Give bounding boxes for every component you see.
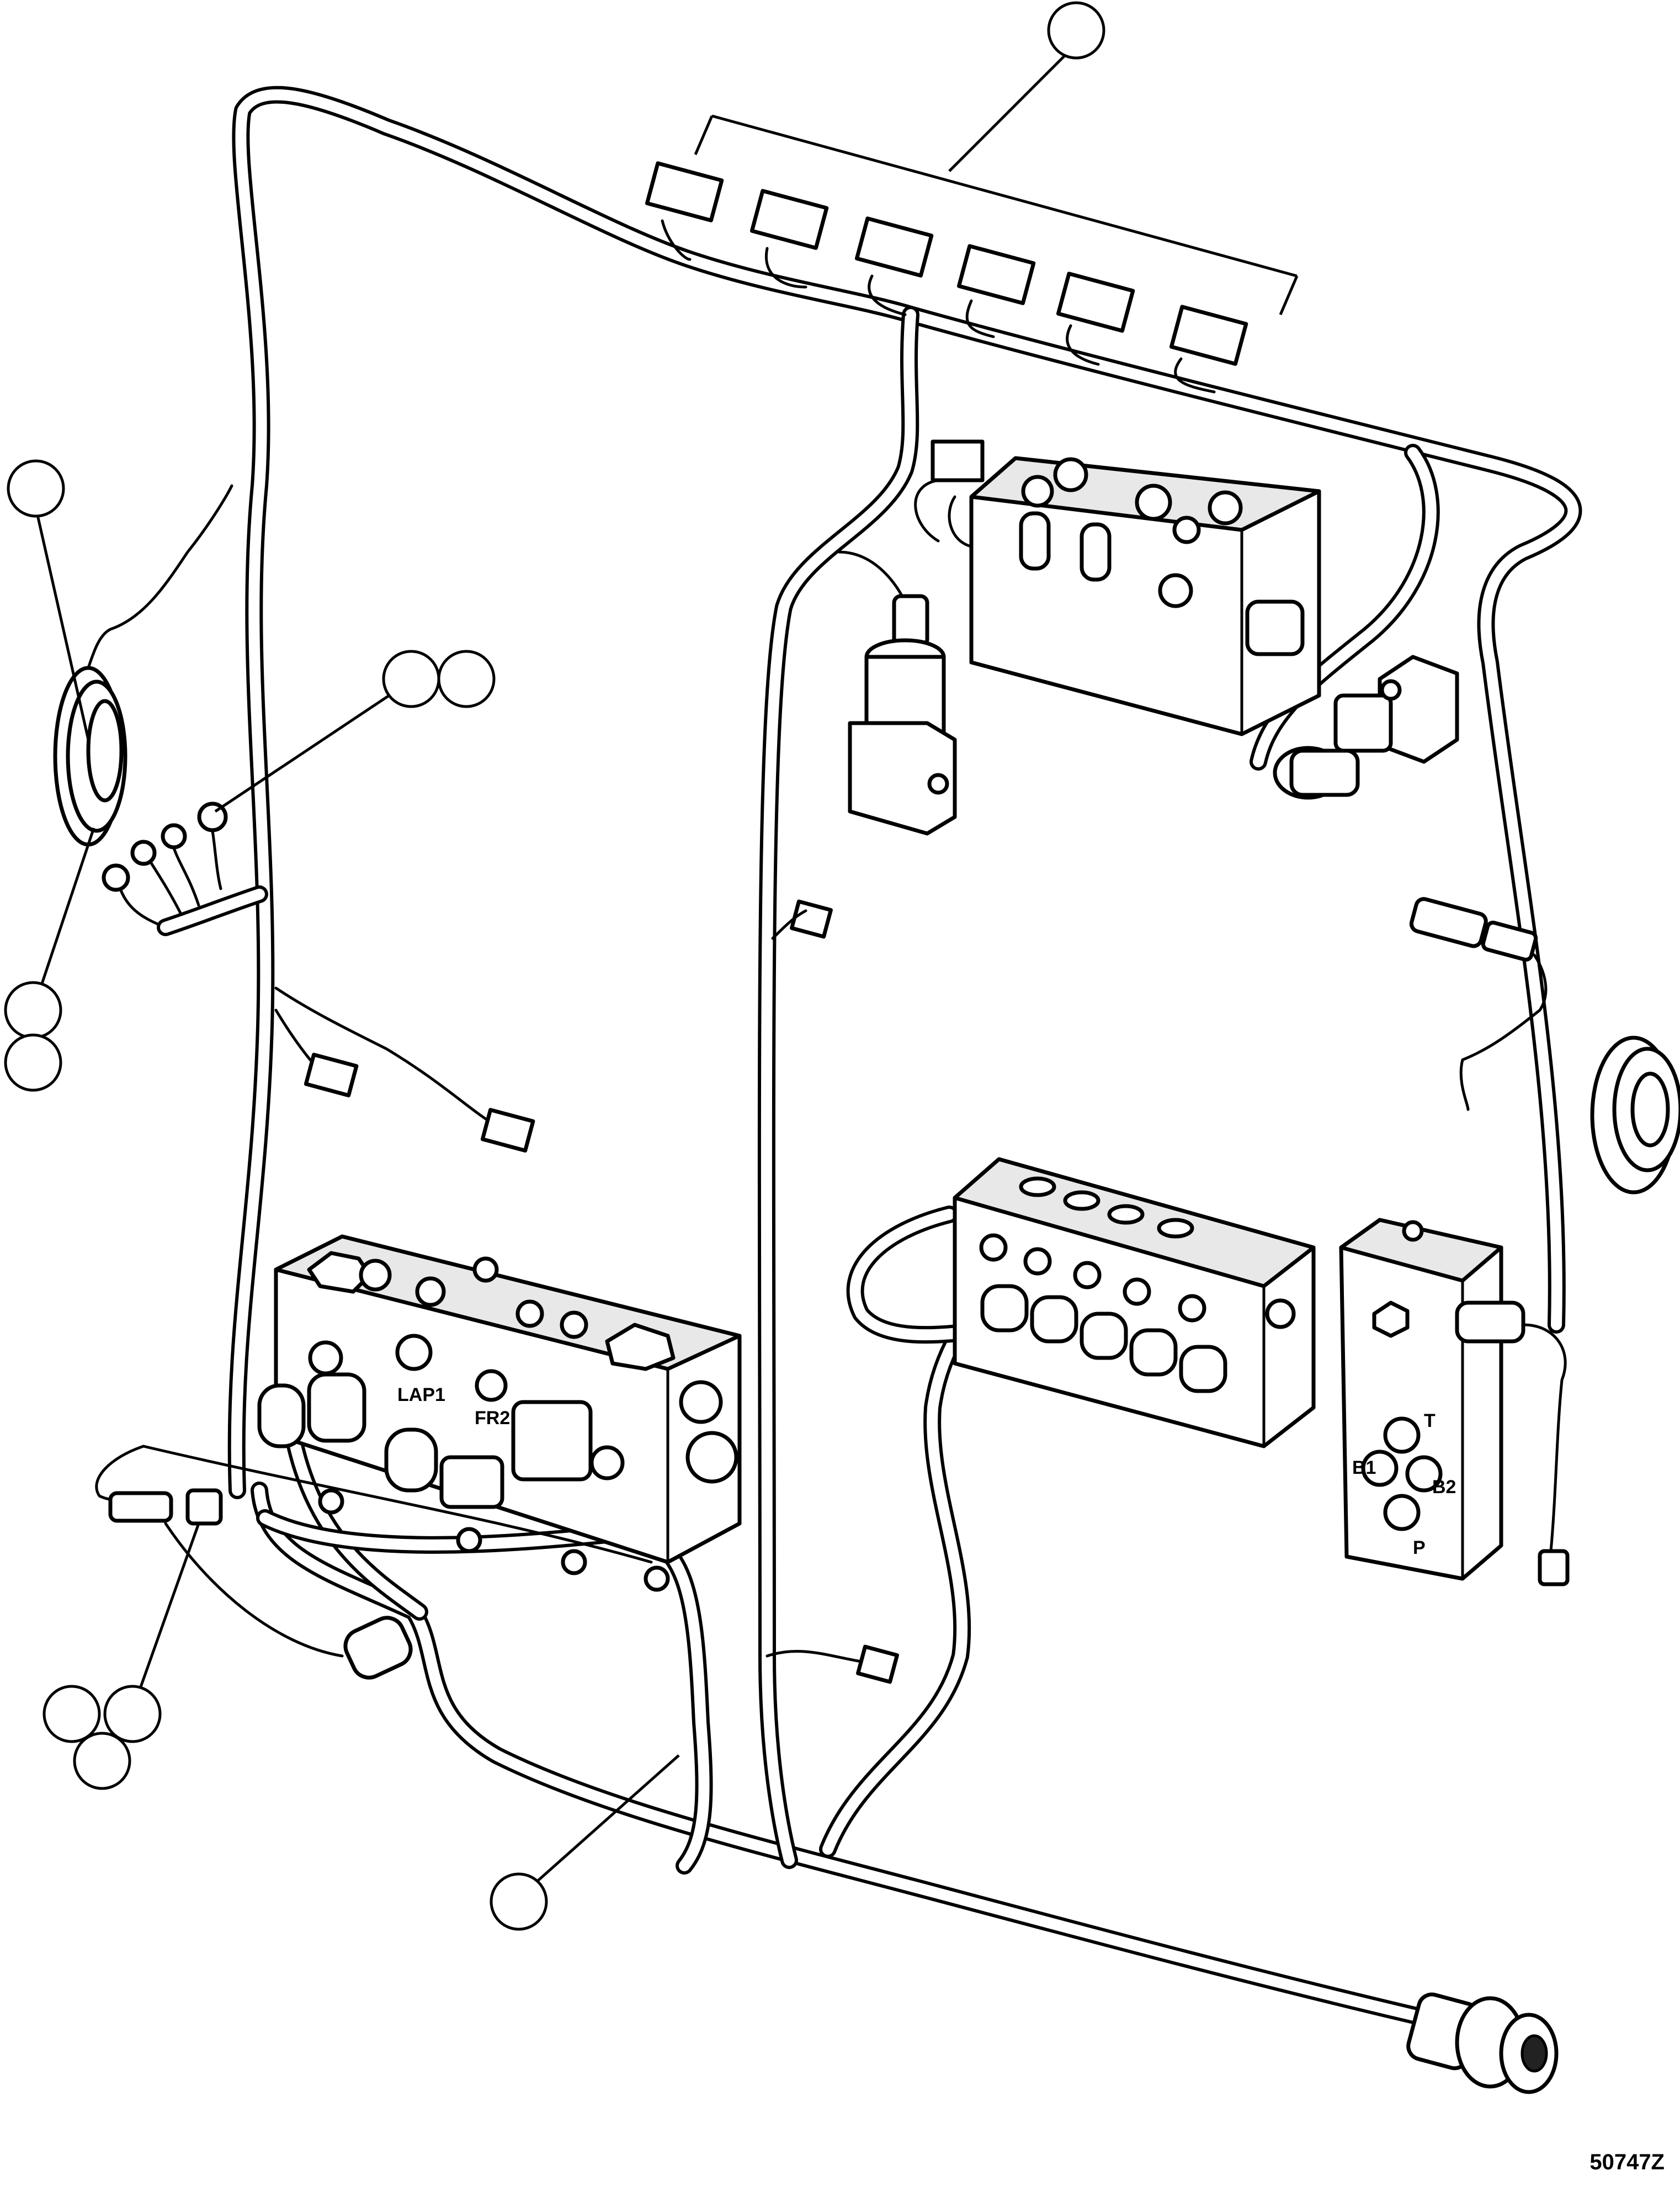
port-label-lap1: LAP1: [397, 1384, 445, 1405]
callout-bubble: [4, 1033, 62, 1092]
main-harness: [227, 86, 1582, 2029]
callout-bubble: [73, 1732, 131, 1790]
circular-connector: [1406, 1992, 1559, 2094]
port-label-t: T: [1424, 1410, 1436, 1431]
left-manifold-valve: LAP1 FR2: [257, 1234, 742, 1592]
relay-connector: [645, 161, 1248, 366]
port-label-b1: B1: [1352, 1457, 1376, 1478]
callout-bubble: [382, 650, 440, 708]
callout-bubble: [42, 1685, 101, 1743]
mid-left-connectors: [274, 986, 535, 1153]
bank-valve: [953, 1157, 1316, 1448]
callout-bubble: [7, 459, 65, 518]
ring-terminal-cluster: [102, 801, 268, 936]
right-sensor: [1409, 897, 1548, 1111]
callout-bubble: [103, 1685, 162, 1743]
left-grommet: [53, 484, 233, 847]
right-vertical-valve: T B1 B2 P: [1339, 1218, 1570, 1586]
port-label-fr2: FR2: [475, 1408, 510, 1429]
right-grommet: [1590, 1036, 1680, 1195]
solenoid-valve-right: [1273, 655, 1459, 800]
port-label-b2: B2: [1432, 1477, 1456, 1498]
callout-bubble: [490, 1872, 548, 1931]
solenoid-valve-center: [837, 550, 957, 836]
port-label-p: P: [1413, 1537, 1426, 1558]
callout-bubble: [437, 650, 496, 708]
lower-left-sensor: [95, 1445, 653, 1680]
upper-valve-block: [914, 439, 1321, 736]
callouts: [4, 1, 1105, 1931]
inline-connectors: [765, 899, 899, 1684]
callout-bubble: [4, 981, 62, 1039]
figure-number: 50747Z: [1589, 2150, 1665, 2174]
relay-connector-row: [645, 114, 1299, 394]
callout-bubble: [1047, 1, 1105, 60]
